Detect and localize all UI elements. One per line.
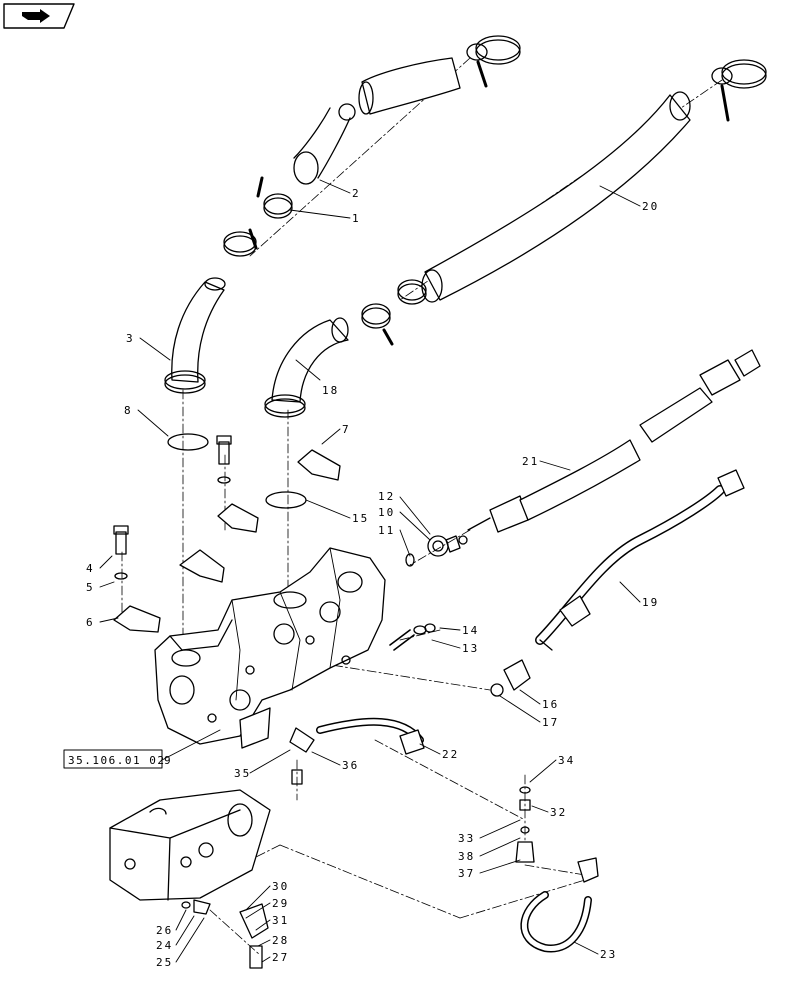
callout-labels: 1 2 3 4 5 6 7 8 9 10 11 12 13 14 15 16 1… (68, 187, 659, 969)
elbow-tube-3 (164, 277, 226, 394)
short-hose-2 (293, 57, 461, 185)
callout-20: 20 (642, 200, 659, 213)
callout-2: 2 (352, 187, 361, 200)
hose-22 (289, 717, 425, 785)
callout-37: 37 (458, 867, 475, 880)
valve-block (109, 789, 271, 901)
reference-link[interactable] (64, 750, 162, 768)
callout-33: 33 (458, 832, 475, 845)
elbow-tube-18 (264, 317, 349, 418)
return-arrow-icon[interactable] (4, 4, 74, 28)
callout-35: 35 (234, 767, 251, 780)
callout-31: 31 (272, 914, 289, 927)
callout-27: 27 (272, 951, 289, 964)
callout-15: 15 (352, 512, 369, 525)
hose-clamps-upper (223, 35, 767, 346)
callout-22: 22 (442, 748, 459, 761)
callout-29: 29 (272, 897, 289, 910)
reference-box-frame (63, 749, 163, 769)
callout-1: 1 (352, 212, 361, 225)
callout-5: 5 (86, 581, 95, 594)
callout-10: 10 (378, 506, 395, 519)
callout-38: 38 (458, 850, 475, 863)
nav-icon-frame (3, 3, 75, 29)
hydraulic-pump (154, 547, 386, 749)
callout-24: 24 (156, 939, 173, 952)
callout-14: 14 (462, 624, 479, 637)
fittings-32-38 (515, 786, 535, 863)
callout-3: 3 (126, 332, 135, 345)
long-hose-20 (421, 91, 691, 303)
hose-21 (467, 349, 761, 533)
callout-7: 7 (342, 423, 351, 436)
callout-16: 16 (542, 698, 559, 711)
callout-8: 8 (124, 404, 133, 417)
flange-clamps (113, 449, 341, 633)
callout-18: 18 (322, 384, 339, 397)
callout-25: 25 (156, 956, 173, 969)
callout-17: 17 (542, 716, 559, 729)
callout-32: 32 (550, 806, 567, 819)
callout-19: 19 (642, 596, 659, 609)
callout-11: 11 (378, 524, 395, 537)
callout-28: 28 (272, 934, 289, 947)
callout-21: 21 (522, 455, 539, 468)
callout-23: 23 (600, 948, 617, 961)
callout-34: 34 (558, 754, 575, 767)
o-ring-15 (265, 491, 307, 509)
callout-6: 6 (86, 616, 95, 629)
fittings-10-12 (405, 535, 468, 567)
callout-13: 13 (462, 642, 479, 655)
o-ring-8 (167, 433, 209, 451)
leader-lines (99, 179, 641, 963)
callout-30: 30 (272, 880, 289, 893)
fittings-24-31 (181, 899, 269, 969)
reference-link-text[interactable]: 35.106.01 02 (68, 754, 165, 767)
hose-19 (490, 469, 745, 697)
hose-23 (520, 857, 599, 953)
callout-12: 12 (378, 490, 395, 503)
callout-36: 36 (342, 759, 359, 772)
callout-9: 9 (164, 754, 173, 767)
bolts-washers (113, 435, 436, 651)
callout-26: 26 (156, 924, 173, 937)
callout-4: 4 (86, 562, 95, 575)
